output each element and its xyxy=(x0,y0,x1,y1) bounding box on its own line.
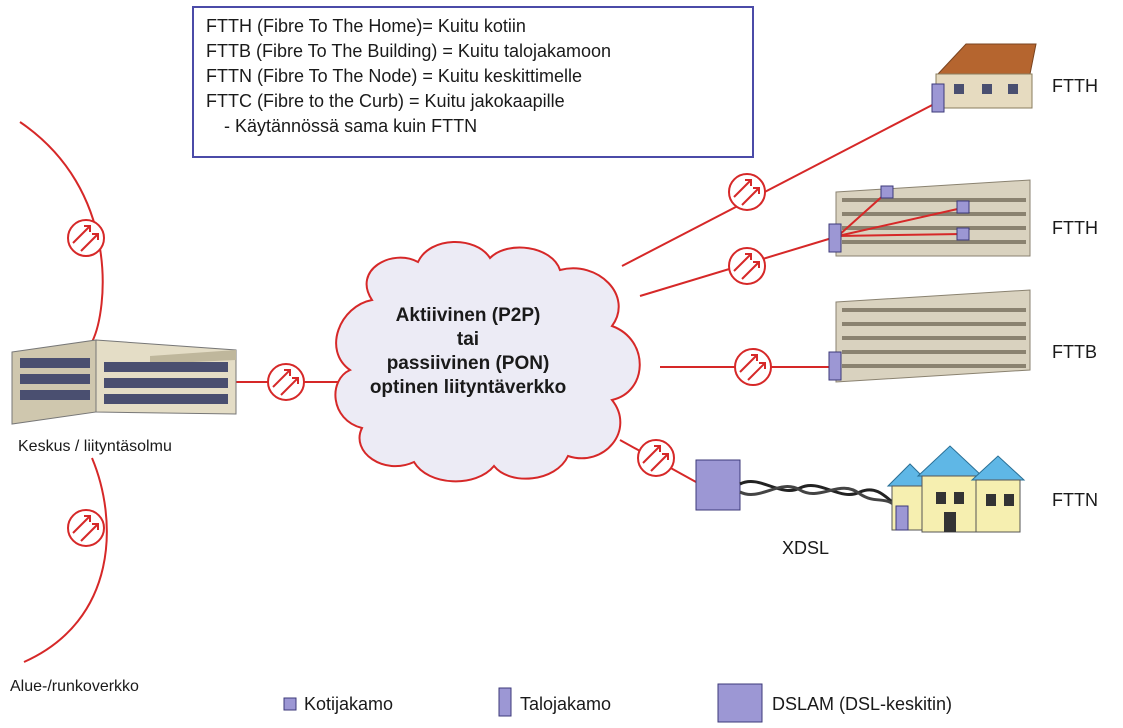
legend-home-box: Kotijakamo xyxy=(304,694,394,714)
home-distribution-box xyxy=(956,200,970,214)
cloud-label: Aktiivinen (P2P) tai passiivinen (PON) o… xyxy=(342,304,594,400)
building-distribution-box xyxy=(828,223,842,253)
townhouses-icon xyxy=(886,445,1026,533)
home-distribution-box xyxy=(931,83,945,113)
cloud-line: tai xyxy=(456,329,480,350)
internal-fibre xyxy=(837,192,963,237)
cloud-line: passiivinen (PON) xyxy=(386,353,550,374)
legend-line-note: - Käytännössä sama kuin FTTN xyxy=(224,116,478,136)
optical-amplifier-icon xyxy=(637,439,675,477)
legend-line-ftth: FTTH (Fibre To The Home)= Kuitu kotiin xyxy=(206,16,526,36)
xdsl-twisted-pair xyxy=(739,480,903,512)
legend-line-fttn: FTTN (Fibre To The Node) = Kuitu keskitt… xyxy=(206,66,582,86)
dslam-box xyxy=(695,459,741,511)
optical-amplifier-icon xyxy=(734,348,772,386)
cloud-line: optinen liityntäverkko xyxy=(369,377,567,398)
optical-amplifier-icon xyxy=(728,247,766,285)
ftth-building-label: FTTH xyxy=(1052,218,1098,238)
legend-home-box-swatch xyxy=(283,697,297,711)
abbreviation-legend: FTTH (Fibre To The Home)= Kuitu kotiin F… xyxy=(192,6,754,158)
legend-building-box-swatch xyxy=(498,687,512,717)
legend-dslam: DSLAM (DSL-keskitin) xyxy=(772,694,953,714)
ftth-house-label: FTTH xyxy=(1052,76,1098,96)
legend-line-fttc: FTTC (Fibre to the Curb) = Kuitu jakokaa… xyxy=(206,91,565,111)
backbone-label: Alue-/runkoverkko xyxy=(10,678,139,695)
optical-amplifier-icon xyxy=(728,173,766,211)
office-building-icon xyxy=(11,339,237,425)
legend-line-fttb: FTTB (Fibre To The Building) = Kuitu tal… xyxy=(206,41,612,61)
fttn-label: FTTN xyxy=(1052,490,1098,510)
optical-amplifier-icon xyxy=(67,219,105,257)
home-distribution-box xyxy=(956,227,970,241)
fibre-cloud-house xyxy=(621,101,939,267)
central-office-label: Keskus / liityntäsolmu xyxy=(18,438,172,455)
fttb-label: FTTB xyxy=(1052,342,1097,362)
optical-amplifier-icon xyxy=(67,173,772,547)
cloud-line: Aktiivinen (P2P) xyxy=(395,305,541,326)
optical-amplifier-icon xyxy=(267,363,305,401)
building-distribution-box xyxy=(828,351,842,381)
home-distribution-box xyxy=(880,185,894,199)
cloud-icon xyxy=(334,241,641,483)
home-distribution-box xyxy=(895,505,909,531)
apartment-building-icon xyxy=(835,289,1031,383)
optical-amplifier-icon xyxy=(67,509,105,547)
legend-dslam-swatch xyxy=(717,683,763,723)
xdsl-label: XDSL xyxy=(782,538,830,558)
apartment-building-icon xyxy=(835,179,1031,257)
legend-building-box: Talojakamo xyxy=(520,694,612,714)
house-icon xyxy=(935,43,1037,109)
